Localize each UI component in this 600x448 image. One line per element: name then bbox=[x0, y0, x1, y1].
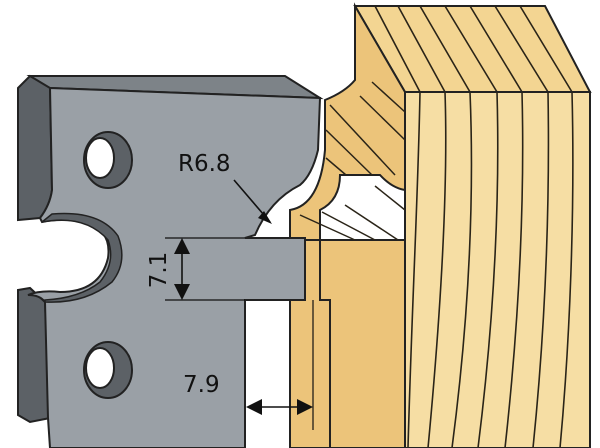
cutter-upper-edge bbox=[17, 74, 54, 222]
wood-workpiece bbox=[289, 2, 592, 448]
width-arrow-right bbox=[297, 399, 313, 415]
cutter-face bbox=[27, 86, 322, 448]
height-arrow-bottom bbox=[174, 284, 190, 300]
radius-label: R6.8 bbox=[178, 151, 231, 177]
radius-arrowhead bbox=[258, 211, 272, 224]
wood-side-grain bbox=[299, 81, 406, 241]
cutter-center-slot bbox=[41, 212, 123, 303]
height-arrow-top bbox=[174, 238, 190, 254]
wood-top-grain bbox=[374, 5, 573, 93]
bolt-hole-top bbox=[83, 131, 133, 189]
height-label: 7.1 bbox=[146, 252, 172, 289]
dimension-annotations: R6.8 7.1 7.9 bbox=[146, 151, 314, 430]
width-label: 7.9 bbox=[183, 372, 220, 398]
wood-profile-side bbox=[289, 2, 406, 448]
bolt-hole-bottom bbox=[83, 341, 133, 399]
profile-cutter bbox=[17, 74, 324, 448]
wood-front-grain bbox=[407, 92, 574, 448]
width-arrow-left bbox=[246, 399, 262, 415]
